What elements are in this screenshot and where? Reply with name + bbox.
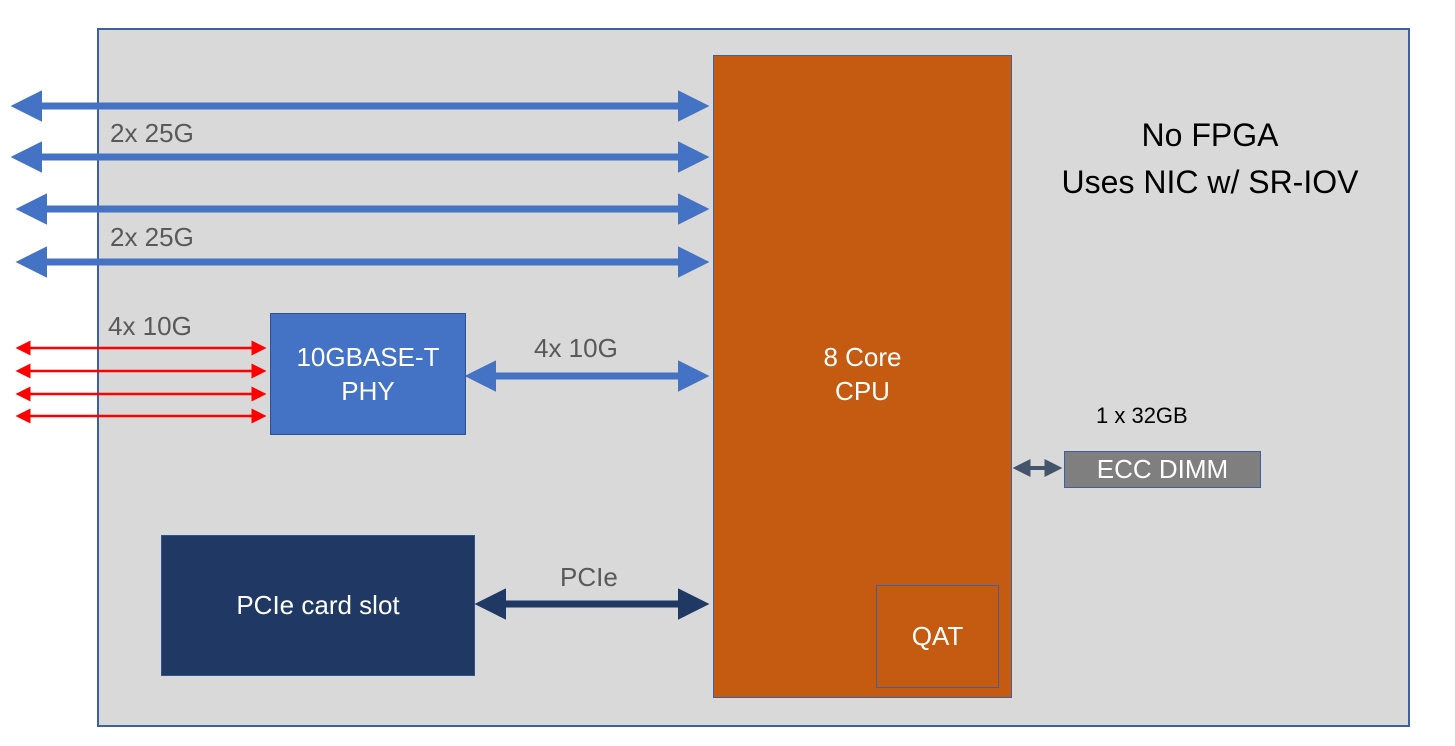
phy-cpu-link-label: 4x 10G: [534, 333, 618, 363]
cpu-label: 8 Core CPU: [713, 340, 1012, 408]
design-note: No FPGA Uses NIC w/ SR-IOV: [1030, 112, 1390, 206]
pcie-card-slot: PCIe card slot: [161, 535, 475, 676]
pcie-slot-label: PCIe card slot: [236, 590, 400, 620]
cpu-label-line1: 8 Core: [823, 342, 902, 372]
memory-capacity-label: 1 x 32GB: [1096, 403, 1188, 428]
design-note-line2: Uses NIC w/ SR-IOV: [1061, 164, 1359, 200]
qat-block: QAT: [876, 585, 999, 688]
phy-label-line1: 10GBASE-T: [296, 342, 440, 372]
pcie-link-label: PCIe: [560, 562, 618, 592]
nic-group-2-label: 2x 25G: [110, 222, 194, 252]
cpu-label-line2: CPU: [835, 376, 890, 406]
nic-group-1-label: 2x 25G: [110, 118, 194, 148]
design-note-line1: No FPGA: [1141, 117, 1279, 153]
copper-ports-label: 4x 10G: [108, 311, 192, 341]
ecc-dimm-block: ECC DIMM: [1064, 451, 1261, 488]
phy-label-line2: PHY: [341, 376, 395, 406]
phy-block: 10GBASE-T PHY: [270, 313, 466, 435]
qat-label: QAT: [911, 621, 964, 651]
dimm-label: ECC DIMM: [1096, 454, 1229, 484]
